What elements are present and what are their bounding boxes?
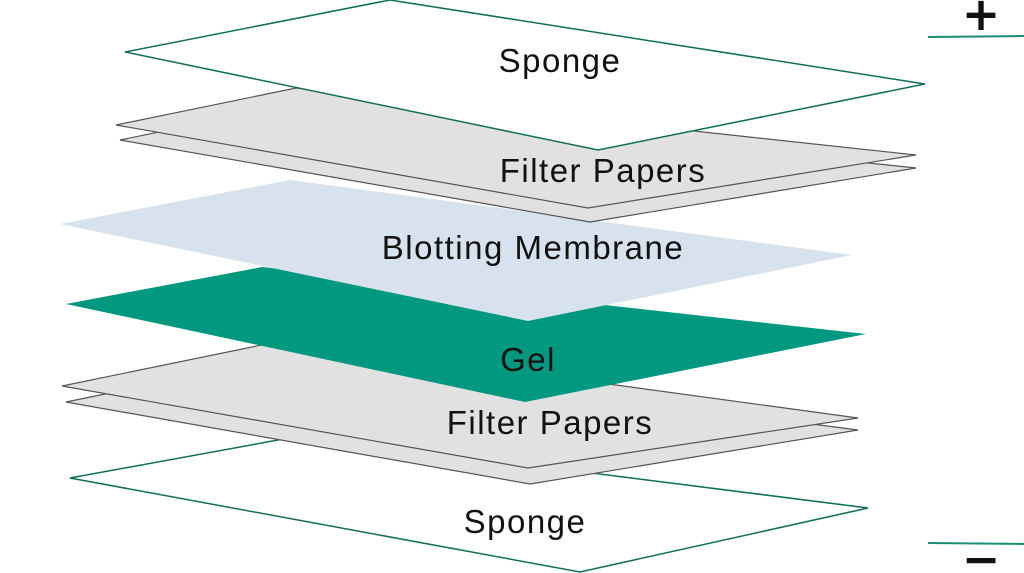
cathode-line bbox=[927, 542, 1024, 545]
filter-papers-top-layer: Filter Papers bbox=[115, 87, 917, 223]
cathode-marker: − bbox=[927, 532, 1024, 573]
sponge-top-shape bbox=[124, 0, 926, 151]
sponge-bottom-layer: Sponge bbox=[69, 435, 869, 573]
gel-layer: Gel bbox=[66, 267, 866, 402]
sponge-top-layer: Sponge bbox=[124, 0, 926, 151]
filter-papers-bottom-layer: Filter Papers bbox=[61, 339, 859, 485]
filter-paper-top-sheet-upper bbox=[115, 87, 917, 209]
anode-line bbox=[927, 35, 1024, 38]
sponge-top-label: Sponge bbox=[499, 42, 622, 79]
anode-marker: + bbox=[927, 0, 1024, 41]
filter-papers-top-label: Filter Papers bbox=[500, 152, 707, 189]
sponge-bottom-label: Sponge bbox=[464, 503, 587, 540]
sponge-bottom-shape bbox=[69, 435, 869, 573]
gel-label: Gel bbox=[500, 341, 556, 378]
blotting-membrane-label: Blotting Membrane bbox=[382, 229, 684, 266]
filter-papers-bottom-label: Filter Papers bbox=[447, 404, 654, 441]
gel-shape bbox=[66, 267, 866, 402]
minus-sign: − bbox=[962, 532, 1001, 573]
plus-sign: + bbox=[962, 0, 1001, 41]
blotting-membrane-layer: Blotting Membrane bbox=[60, 180, 852, 321]
blotting-membrane-shape bbox=[60, 180, 852, 321]
filter-paper-bottom-sheet-upper bbox=[61, 339, 859, 469]
